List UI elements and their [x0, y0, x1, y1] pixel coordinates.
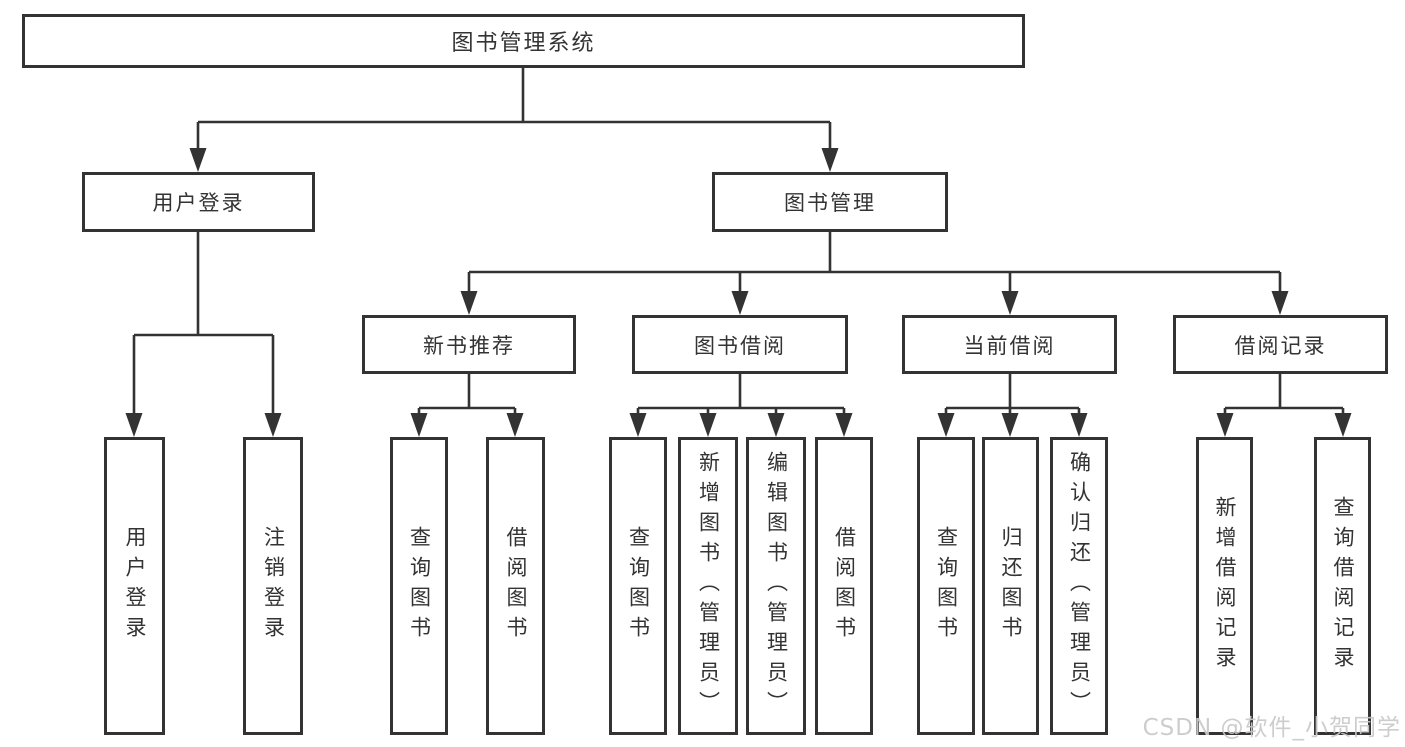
- arrow-down-icon: [1271, 291, 1289, 315]
- arrow-down-icon: [1070, 413, 1088, 437]
- connector-new-book: [417, 374, 517, 417]
- connector-user-login: [132, 232, 275, 417]
- arrow-down-icon: [125, 413, 143, 437]
- connector-root-to-level2: [196, 68, 832, 152]
- leaf-add-books-admin: 新增图书（管理员）: [678, 437, 738, 735]
- node-borrow-records: 借阅记录: [1173, 315, 1388, 374]
- leaf-edit-books-admin: 编辑图书（管理员）: [746, 437, 806, 735]
- leaf-borrow-books: 借阅图书: [815, 437, 873, 735]
- leaf-add-borrow-record: 新增借阅记录: [1196, 437, 1253, 735]
- arrow-down-icon: [821, 148, 839, 172]
- leaf-query-borrow-record: 查询借阅记录: [1314, 437, 1371, 735]
- arrow-down-icon: [1334, 413, 1352, 437]
- leaf-query-books: 查询图书: [609, 437, 667, 735]
- node-book-borrow: 图书借阅: [632, 315, 848, 374]
- arrow-down-icon: [699, 413, 717, 437]
- leaf-query-books: 查询图书: [917, 437, 975, 735]
- node-new-book-recommend: 新书推荐: [362, 315, 576, 374]
- node-book-management: 图书管理: [712, 172, 948, 232]
- arrow-down-icon: [264, 413, 282, 437]
- arrow-down-icon: [506, 413, 524, 437]
- node-current-borrow: 当前借阅: [902, 315, 1117, 374]
- node-root-system: 图书管理系统: [22, 14, 1025, 68]
- arrow-down-icon: [731, 291, 749, 315]
- connector-book-borrow: [636, 374, 846, 417]
- arrow-down-icon: [189, 148, 207, 172]
- connector-borrow-records: [1223, 374, 1345, 417]
- csdn-watermark: CSDN @软件_小贺同学: [1142, 715, 1401, 741]
- arrow-down-icon: [835, 413, 853, 437]
- leaf-confirm-return-admin: 确认归还（管理员）: [1050, 437, 1108, 735]
- leaf-borrow-books: 借阅图书: [486, 437, 545, 735]
- leaf-query-books: 查询图书: [390, 437, 448, 735]
- leaf-logout: 注销登录: [243, 437, 303, 735]
- connector-current-borrow: [944, 374, 1081, 417]
- arrow-down-icon: [1216, 413, 1234, 437]
- leaf-user-login: 用户登录: [104, 437, 165, 735]
- arrow-down-icon: [1001, 413, 1019, 437]
- arrow-down-icon: [410, 413, 428, 437]
- arrow-down-icon: [629, 413, 647, 437]
- arrow-down-icon: [1001, 291, 1019, 315]
- connector-book-mgmt-to-level3: [467, 232, 1282, 295]
- arrow-down-icon: [937, 413, 955, 437]
- leaf-return-books: 归还图书: [982, 437, 1039, 735]
- arrow-down-icon: [460, 291, 478, 315]
- arrow-down-icon: [767, 413, 785, 437]
- node-user-login: 用户登录: [82, 172, 315, 232]
